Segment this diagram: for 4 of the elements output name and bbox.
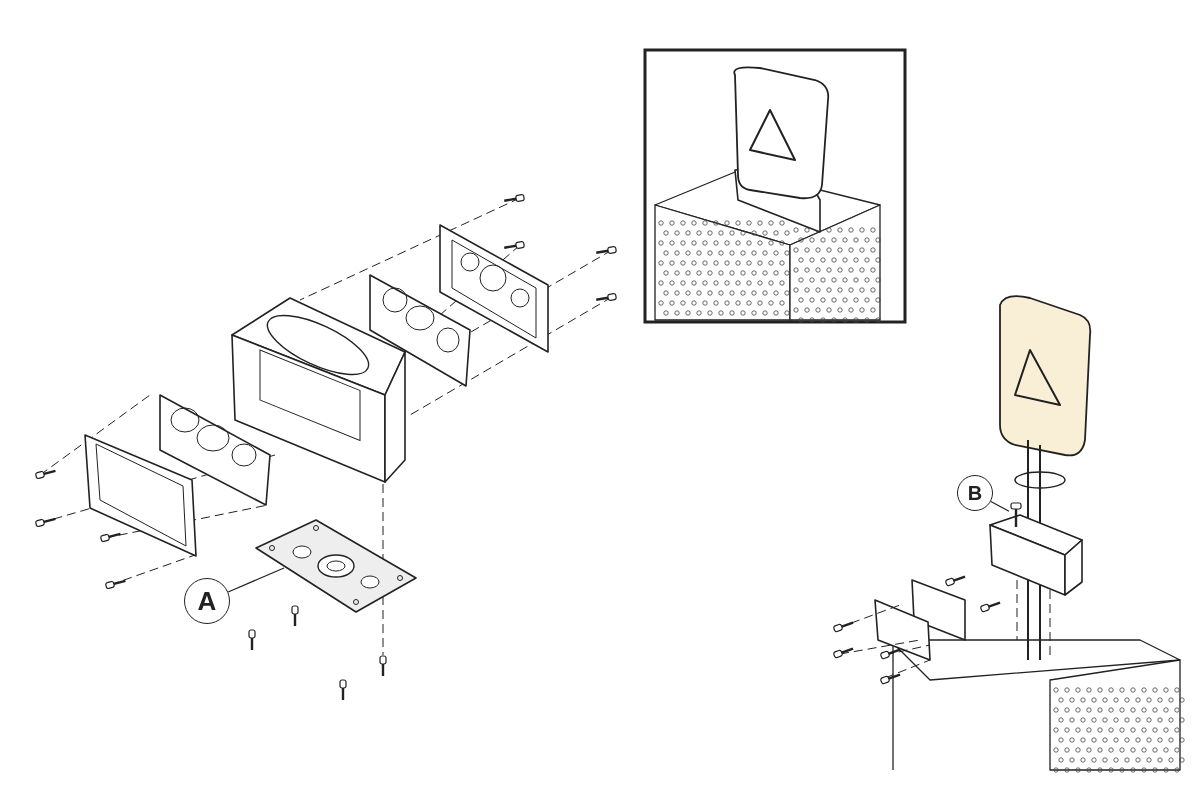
callout-letter: B — [957, 475, 993, 511]
callout-letter: A — [184, 578, 230, 624]
leader-line — [990, 500, 1010, 512]
leader-line — [227, 567, 285, 593]
